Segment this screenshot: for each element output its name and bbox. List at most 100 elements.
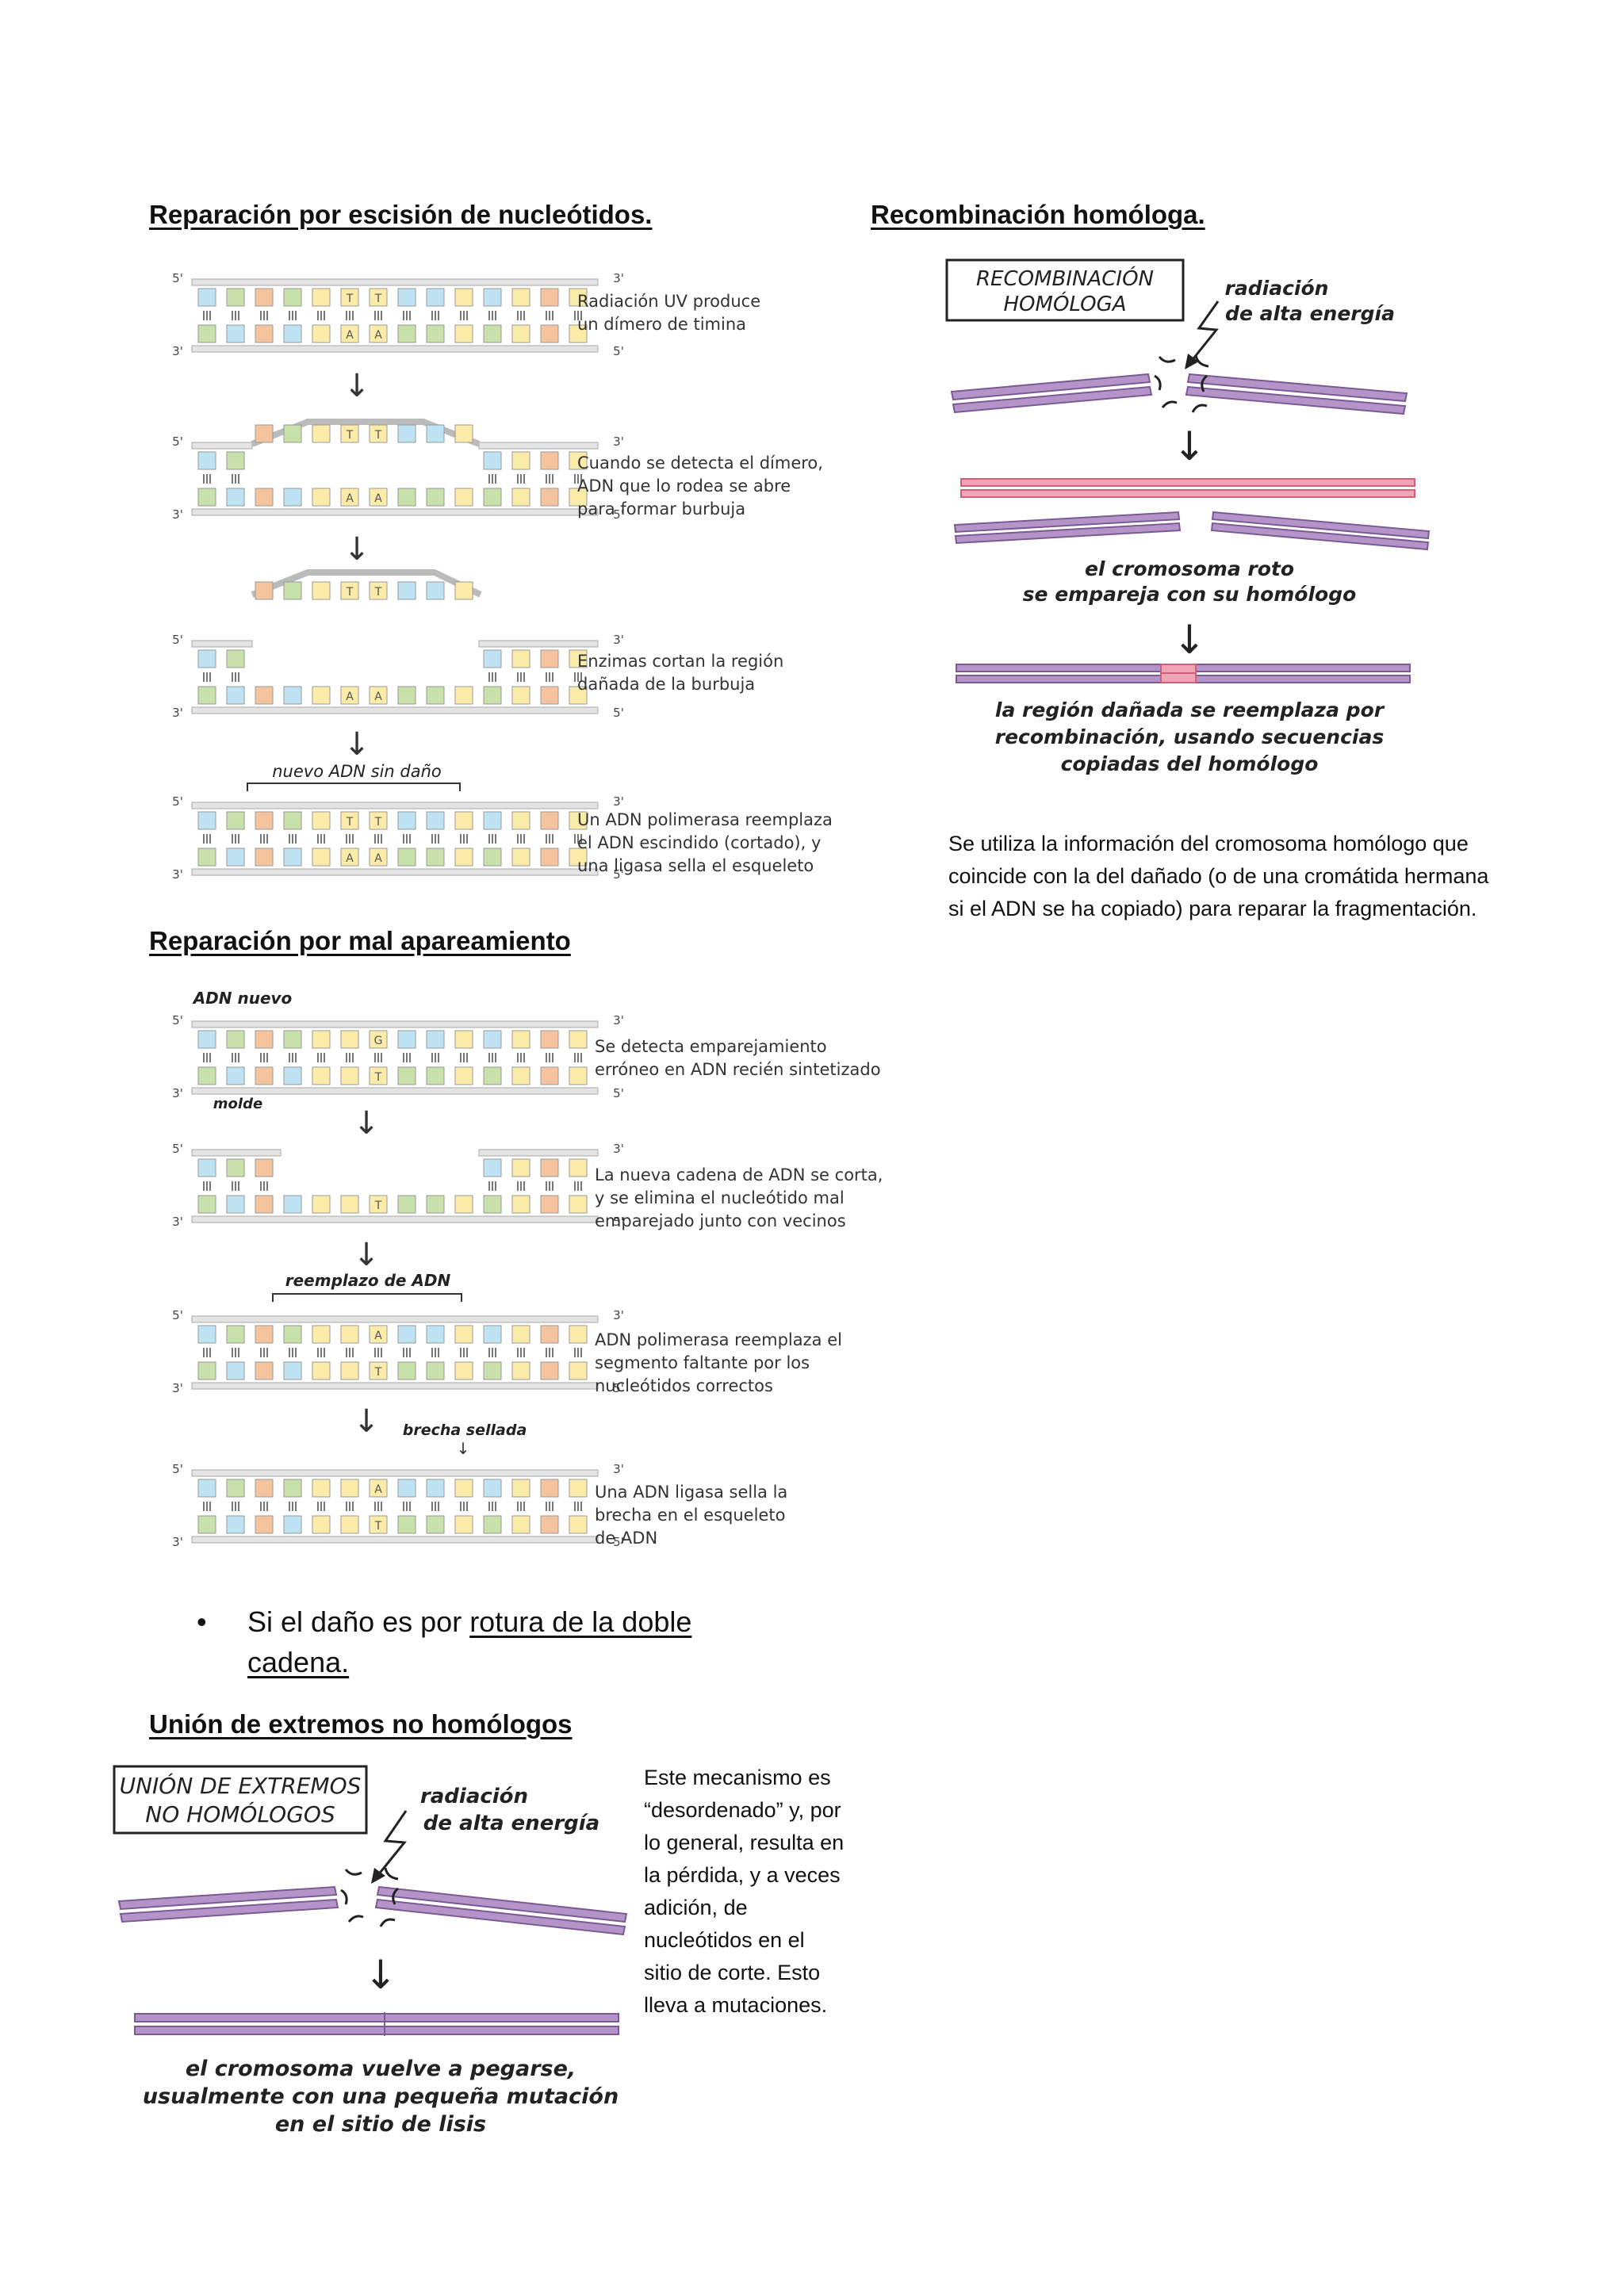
hr-pair-line-2: se empareja con su homólogo: [1023, 583, 1357, 606]
svg-text:A: A: [374, 329, 382, 342]
mmr-step4-top-base: [340, 1479, 359, 1498]
ner-step1-top-base: [426, 288, 445, 307]
ner-step3-top-base: [540, 649, 559, 668]
mmr-step1-top-base: [483, 1030, 502, 1049]
mmr-step1-top-base: [454, 1030, 473, 1049]
mmr-step2-bottom-base: [483, 1195, 502, 1214]
hr-heading: Recombinación homóloga.: [871, 200, 1205, 229]
mmr-step4-prime5-bottom: 5': [613, 1535, 624, 1549]
mmr-step2-top-backbone-right: [478, 1149, 599, 1157]
nhej-arrow-icon: ↓: [364, 1952, 397, 1998]
ner-step2-top-backbone-left: [191, 442, 253, 450]
mmr-step4-bottom-base: [483, 1515, 502, 1534]
mmr-step4-top-base: [283, 1479, 302, 1498]
ner-step1-top-base: [511, 288, 530, 307]
mmr-step2-top-base: [569, 1158, 588, 1177]
svg-text:T: T: [346, 429, 354, 442]
nhej-result-line-2: usualmente con una pequeña mutación: [143, 2084, 619, 2109]
svg-text:A: A: [374, 1483, 382, 1496]
mmr-step1-top-base: [569, 1030, 588, 1049]
mmr-step1-prime3-top: 3': [613, 1013, 624, 1027]
hr-box-line-2: HOMÓLOGA: [1004, 291, 1127, 316]
mmr-step3-prime3-top: 3': [613, 1308, 624, 1322]
ner-step3-bottom-base: [397, 686, 416, 705]
ner-step1-bottom-backbone: [191, 345, 599, 353]
ner-step3-bottom-base: [540, 686, 559, 705]
mmr-step4-prime5-top: 5': [172, 1462, 183, 1476]
mmr-step1-top-base: [283, 1030, 302, 1049]
svg-text:A: A: [346, 691, 354, 703]
ner-step1-bottom-base: [283, 324, 302, 343]
ner-excised-base: [426, 581, 445, 600]
ner-step2-bottom-base: [511, 488, 530, 507]
ner-step1-top-backbone: [191, 278, 599, 286]
mmr-step2-top-base: [197, 1158, 216, 1177]
ner-arrow-icon-2: ↓: [343, 531, 370, 568]
ner-step1-top-base: [397, 288, 416, 307]
ner-step4-bottom-base: [397, 848, 416, 867]
hr-lightning-icon: [1189, 300, 1220, 362]
ner-step4-bottom-base: [511, 848, 530, 867]
mmr-step3-bottom-base: [283, 1361, 302, 1380]
nhej-rejoined-chromosome: [134, 2012, 619, 2036]
ner-step4-prime5-bottom: 5': [613, 867, 624, 882]
ner-step2-bubble-base: T: [369, 424, 388, 443]
mmr-step1-bottom-base: [340, 1066, 359, 1085]
ner-step4-bottom-base: A: [340, 848, 359, 867]
ner-step3-bottom-base: [426, 686, 445, 705]
mmr-step3-bottom-base: [540, 1361, 559, 1380]
hr-homolog-chromosome: [960, 478, 1415, 498]
ner-step4-top-base: [426, 811, 445, 830]
nhej-box-line-1: UNIÓN DE EXTREMOS: [120, 1772, 362, 1799]
mmr-step3-bottom-base: [397, 1361, 416, 1380]
ner-step4-bottom-base: [540, 848, 559, 867]
ner-step2-top-base: [511, 451, 530, 470]
ner-step1-prime5-top: 5': [172, 271, 183, 285]
mmr-step3-top-base: [511, 1325, 530, 1344]
mmr-step2-top-base: [540, 1158, 559, 1177]
ner-step4-top-base: [483, 811, 502, 830]
ner-step3-top-base: [226, 649, 245, 668]
mmr-step3-prime3-bottom: 3': [172, 1381, 183, 1395]
svg-text:T: T: [346, 586, 354, 599]
mmr-step4-bottom-backbone: [191, 1536, 599, 1544]
ner-step1-top-base: [454, 288, 473, 307]
mmr-step3-top-base: [226, 1325, 245, 1344]
mmr-step1-bottom-base: [454, 1066, 473, 1085]
mmr-step1-top-base: [511, 1030, 530, 1049]
mmr-step2-bottom-base: [340, 1195, 359, 1214]
mmr-step3-prime5-top: 5': [172, 1308, 183, 1322]
ner-caption-2: Cuando se detecta el dímero, ADN que lo …: [577, 453, 823, 519]
ner-step4-bottom-base: [454, 848, 473, 867]
ner-step4-top-base: [226, 811, 245, 830]
ner-step2-prime5-top: 5': [172, 434, 183, 449]
ner-annotation: nuevo ADN sin daño: [272, 762, 442, 781]
ner-step1-bottom-base: A: [369, 324, 388, 343]
ner-step2-bubble-base: T: [340, 424, 359, 443]
ner-step2-bottom-backbone: [191, 508, 599, 516]
mmr-step4-top-base: [197, 1479, 216, 1498]
ner-step4-bottom-base: [226, 848, 245, 867]
hr-repaired-chromosome: [956, 664, 1411, 683]
svg-text:G: G: [374, 1035, 383, 1047]
mmr-step3-bottom-base: [312, 1361, 331, 1380]
ner-excised-base: [283, 581, 302, 600]
mmr-step1-top-base: [426, 1030, 445, 1049]
ner-step2-bottom-base: [540, 488, 559, 507]
ner-step2-bottom-base: [426, 488, 445, 507]
mmr-step1-bottom-base: [426, 1066, 445, 1085]
ner-step2-prime3-top: 3': [613, 434, 624, 449]
ner-step2-bottom-base: [255, 488, 274, 507]
ner-step1-top-base: T: [369, 288, 388, 307]
mmr-step3-bottom-base: [255, 1361, 274, 1380]
mmr-step1-top-base: [197, 1030, 216, 1049]
ner-step3-prime5-bottom: 5': [613, 706, 624, 720]
ner-step1-bottom-base: [312, 324, 331, 343]
ner-step1-top-base: [197, 288, 216, 307]
ner-step4-top-base: [397, 811, 416, 830]
mmr-step4-bottom-base: [426, 1515, 445, 1534]
ner-step2-bottom-base: [454, 488, 473, 507]
ner-step2-bubble-base: [426, 424, 445, 443]
ner-step4-top-base: [569, 811, 588, 830]
ner-step1-prime3-bottom: 3': [172, 344, 183, 358]
